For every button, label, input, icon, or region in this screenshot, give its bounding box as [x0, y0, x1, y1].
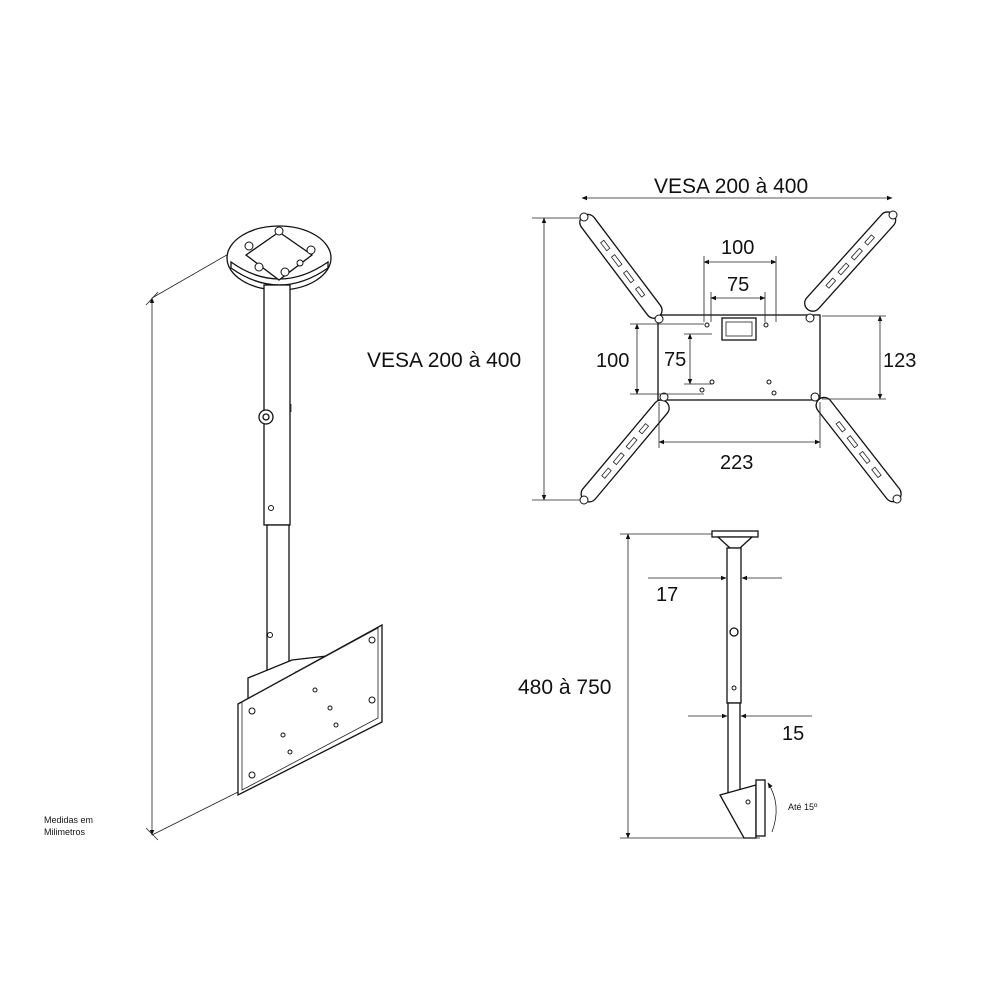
- side-view: 480 à 750 Até 15º 17: [518, 530, 818, 839]
- front-view: VESA 200 à 400 VESA 200 à 400: [367, 175, 916, 505]
- lower-pole: [266, 524, 290, 686]
- vesa-height-label: VESA 200 à 400: [367, 349, 521, 372]
- side-tilt-bracket: [719, 779, 766, 839]
- dim-123-label: 123: [883, 350, 916, 372]
- dim-75-side: 75: [664, 333, 712, 385]
- vesa-width-dimension: VESA 200 à 400: [581, 175, 893, 201]
- vesa-height-dimension: VESA 200 à 400: [367, 217, 586, 501]
- tilt-label: Até 15º: [788, 802, 818, 812]
- perspective-view: Medidas em Milimetros: [44, 225, 383, 841]
- dim-223-label: 223: [720, 452, 753, 474]
- dim-100-side-label: 100: [596, 350, 629, 372]
- arm-bottom-left: [579, 392, 670, 505]
- dim-15: 15: [688, 713, 812, 745]
- side-height-label: 480 à 750: [518, 676, 611, 699]
- tilt-indicator: Até 15º: [767, 782, 818, 833]
- dim-100-top: 100: [703, 237, 777, 322]
- upper-pole: [263, 284, 291, 526]
- units-note-line2: Milimetros: [44, 827, 86, 837]
- side-lock-knob: [729, 627, 739, 637]
- ceiling-plate: [226, 225, 332, 291]
- dim-100-side: 100: [596, 323, 704, 395]
- dim-17: 17: [648, 575, 782, 606]
- dim-75-side-label: 75: [664, 349, 686, 371]
- side-height-dimension: 480 à 750: [518, 533, 760, 839]
- dim-100-top-label: 100: [721, 237, 754, 259]
- arm-top-right: [804, 210, 898, 323]
- vesa-plate: [237, 623, 383, 797]
- dim-123: 123: [822, 315, 916, 400]
- center-bracket: [721, 317, 757, 341]
- lock-knob: [258, 409, 274, 425]
- arm-bottom-right: [810, 392, 902, 504]
- dim-75-top-label: 75: [727, 274, 749, 296]
- dim-15-label: 15: [782, 723, 804, 745]
- side-ceiling-cap: [711, 530, 759, 549]
- perspective-height-dimension: [145, 251, 243, 841]
- vesa-width-label: VESA 200 à 400: [654, 175, 808, 198]
- side-upper-tube: [726, 547, 742, 704]
- dim-17-label: 17: [656, 584, 678, 606]
- arm-top-left: [579, 212, 664, 324]
- dim-75-top: 75: [710, 274, 766, 322]
- side-lower-tube: [727, 702, 741, 796]
- units-note-line1: Medidas em: [44, 815, 93, 825]
- dim-223: 223: [658, 402, 821, 474]
